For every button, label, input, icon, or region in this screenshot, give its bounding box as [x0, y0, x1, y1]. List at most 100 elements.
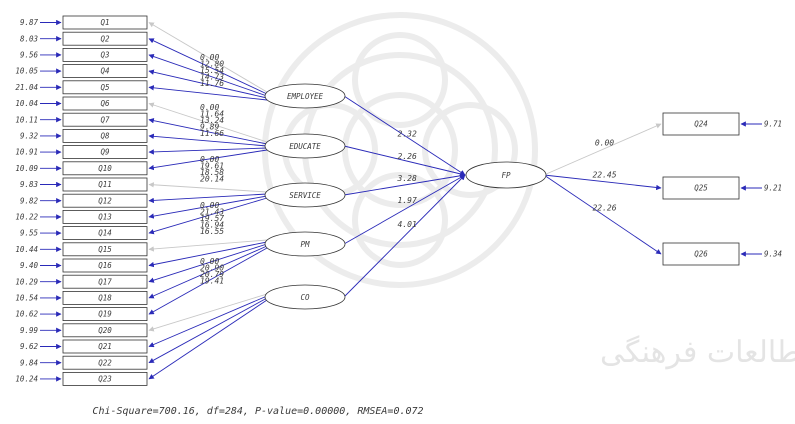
loading-arrow: [148, 299, 268, 380]
loading-arrow: [148, 133, 268, 147]
loading-value: 14.73: [200, 72, 224, 81]
latent-label: PM: [300, 240, 310, 249]
loading-arrow: [148, 193, 268, 204]
loading-arrow: [148, 182, 268, 193]
indicator-box: [62, 112, 148, 127]
indicator-box: [62, 307, 148, 322]
indicator-label: Q11: [98, 180, 112, 189]
error-variance: 10.44: [15, 245, 38, 254]
indicator-box: [62, 64, 148, 78]
loading-value: 19.41: [200, 277, 224, 286]
indicator-box: [62, 355, 148, 370]
indicator-box: [62, 242, 148, 257]
error-variance: 10.62: [15, 310, 38, 319]
indicator-box: [62, 193, 148, 208]
loading-arrow: [148, 197, 268, 235]
indicator-box: [62, 145, 148, 160]
indicator-label: Q12: [98, 196, 112, 205]
outcome-loading-arrow: [543, 174, 662, 255]
indicator-box: [62, 31, 148, 46]
indicator-label: Q25: [694, 184, 708, 193]
error-variance: 9.32: [20, 132, 39, 141]
loading-value: 20.90: [200, 264, 224, 273]
outcome-ellipse: [465, 161, 547, 189]
indicator-box: [62, 290, 148, 305]
indicator-box: [62, 371, 148, 386]
latent-ellipse: [264, 83, 346, 109]
indicator-box: [62, 80, 148, 95]
error-variance: 10.09: [15, 164, 38, 173]
error-variance: 8.03: [20, 34, 39, 43]
path-coefficient: 2.32: [398, 129, 417, 138]
path-coefficient: 3.28: [397, 174, 417, 183]
error-variance: 10.29: [15, 277, 38, 286]
indicator-label: Q22: [98, 358, 112, 367]
outcome-loading-value: 22.45: [592, 171, 616, 180]
loading-value: 9.89: [200, 122, 219, 131]
indicator-box: [62, 258, 148, 273]
loading-value: 0.00: [200, 201, 219, 210]
indicator-label: Q26: [694, 250, 708, 259]
error-variance: 10.54: [15, 294, 38, 303]
loading-arrow: [148, 241, 268, 268]
error-variance: 10.24: [15, 375, 38, 384]
indicator-label: Q21: [98, 342, 112, 351]
path-lines: [40, 19, 762, 382]
indicator-box: [662, 176, 740, 200]
loading-arrow: [148, 22, 268, 93]
loading-arrow: [148, 295, 268, 348]
loading-value: 18.58: [200, 168, 224, 177]
loading-value: 0.00: [200, 53, 219, 62]
error-variance: 21.04: [15, 83, 38, 92]
latent-ellipse: [264, 182, 346, 208]
indicator-label: Q24: [694, 120, 708, 129]
indicator-label: Q10: [98, 164, 112, 173]
indicator-box: [662, 242, 740, 266]
indicator-box: [62, 177, 148, 192]
outcome-loading-value: 0.00: [595, 139, 614, 148]
loading-value: 11.76: [200, 79, 224, 88]
indicator-label: Q13: [98, 213, 112, 222]
indicator-box: [62, 339, 148, 354]
indicator-box: [62, 226, 148, 241]
error-variance: 9.82: [20, 196, 39, 205]
error-variance: 9.21: [764, 184, 782, 193]
loading-value: 0.00: [200, 103, 219, 112]
error-variance: 9.56: [20, 51, 39, 60]
indicator-label: Q19: [98, 310, 112, 319]
loading-value: 19.57: [200, 214, 224, 223]
loading-value: 19.61: [200, 162, 224, 171]
indicator-label: Q2: [100, 34, 110, 43]
error-variance: 9.71: [764, 120, 782, 129]
structural-arrow: [343, 95, 466, 176]
loading-arrow: [148, 85, 268, 101]
loading-arrow: [148, 245, 268, 299]
loading-arrow: [148, 147, 268, 155]
error-variance: 9.62: [20, 342, 39, 351]
diagram-nodes: Q1Q2Q3Q4Q5Q6Q7Q8Q9Q10Q11Q12Q13Q14Q15Q16Q…: [62, 15, 740, 386]
path-coefficient: 2.26: [398, 152, 417, 161]
outcome-loading-arrow: [543, 123, 662, 176]
indicator-label: Q16: [98, 261, 112, 270]
structural-arrow: [343, 174, 466, 245]
loading-value: 11.64: [200, 109, 224, 118]
indicator-box: [62, 48, 148, 62]
latent-ellipse: [264, 231, 346, 257]
loading-arrow: [148, 69, 268, 99]
indicator-box: [62, 96, 148, 111]
loading-value: 13.24: [200, 116, 224, 125]
indicator-label: Q6: [100, 99, 110, 108]
latent-label: CO: [300, 293, 310, 302]
loading-arrow: [148, 247, 268, 315]
loading-arrow: [148, 38, 268, 95]
loading-arrow: [148, 118, 268, 145]
loading-arrow: [148, 239, 268, 252]
loading-value: 11.66: [200, 129, 224, 138]
indicator-label: Q23: [98, 375, 112, 384]
indicator-box: [62, 209, 148, 224]
loading-arrow: [148, 102, 268, 143]
latent-ellipse: [264, 133, 346, 159]
indicator-label: Q5: [100, 83, 110, 92]
